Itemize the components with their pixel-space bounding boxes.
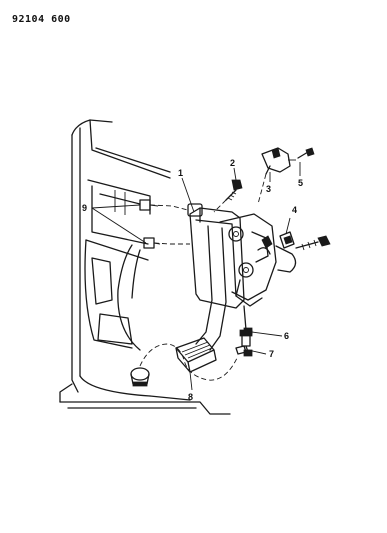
assembly-line-bracket — [257, 173, 267, 205]
leader-lines — [91, 162, 301, 391]
screw-5 — [297, 147, 315, 159]
callout-9: 9 — [82, 203, 87, 213]
grommet — [130, 367, 150, 387]
assembly-line-bolt2 — [213, 199, 227, 213]
callout-7: 7 — [269, 349, 274, 359]
assembly-line-clips — [149, 204, 190, 245]
clip-9-upper — [139, 199, 159, 211]
fitting-6 — [243, 327, 253, 335]
bolt-4-fastener — [295, 235, 331, 251]
callout-4: 4 — [292, 205, 297, 215]
callout-3: 3 — [266, 184, 271, 194]
switch-4 — [279, 231, 295, 249]
bracket-3 — [261, 147, 296, 175]
callout-5: 5 — [298, 178, 303, 188]
release-cable — [139, 343, 239, 381]
fitting-7 — [235, 345, 247, 355]
callout-1: 1 — [178, 168, 183, 178]
body-panel — [59, 119, 231, 415]
callout-6: 6 — [284, 331, 289, 341]
parking-brake-pedal-assembly — [175, 203, 297, 373]
callout-8: 8 — [188, 392, 193, 402]
diagram-code: 92104 600 — [12, 14, 71, 25]
bolt-2 — [225, 179, 243, 201]
callout-2: 2 — [230, 158, 235, 168]
